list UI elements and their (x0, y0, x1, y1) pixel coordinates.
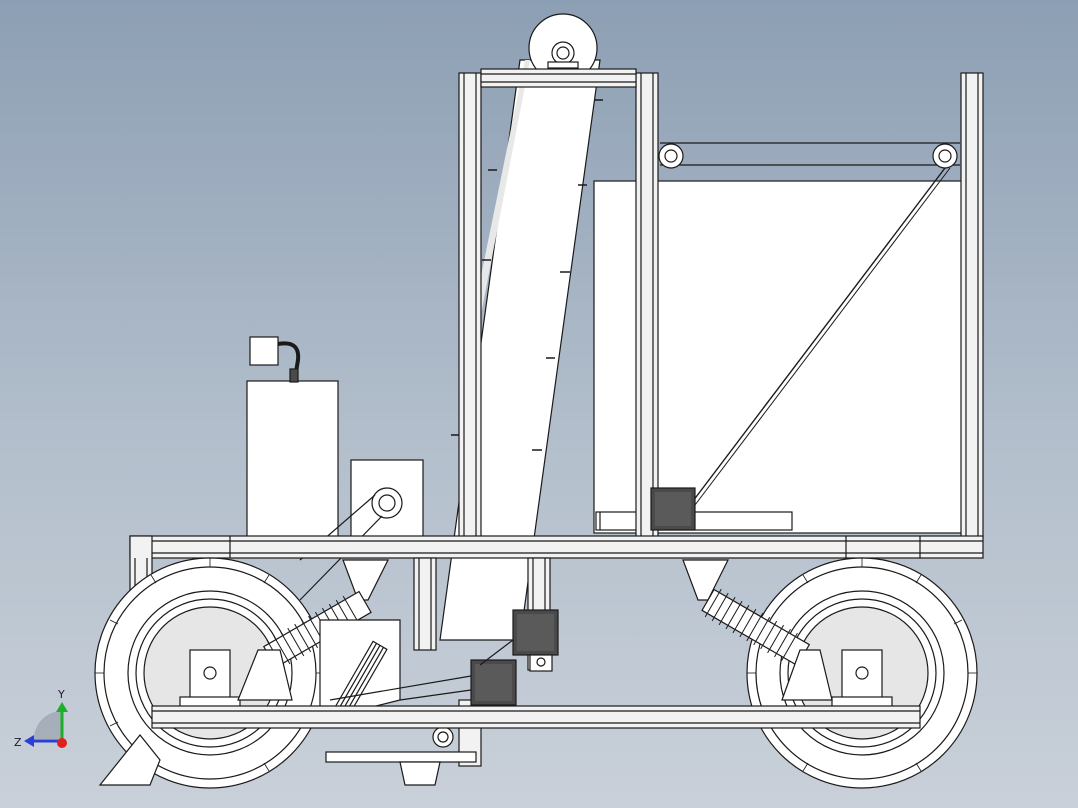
z-axis-label: Z (14, 736, 22, 749)
triad-shading (34, 711, 62, 739)
cutter-assembly[interactable] (98, 619, 477, 786)
rear-tower-frame[interactable] (658, 72, 984, 538)
x-axis-dot (57, 738, 67, 748)
hopper-stepper-motor[interactable] (650, 487, 696, 531)
z-axis-arrowhead (24, 735, 34, 747)
front-suspension-spring[interactable] (237, 559, 389, 701)
y-axis-arrowhead (56, 702, 68, 712)
hopper-box[interactable] (593, 180, 983, 534)
rear-wheel[interactable] (746, 557, 978, 789)
lower-stepper-motor-upper[interactable] (512, 609, 559, 672)
lower-stepper-motor-lower[interactable] (329, 639, 517, 706)
control-box[interactable] (246, 336, 339, 538)
lower-chassis-rail[interactable] (151, 705, 921, 729)
orientation-triad[interactable]: Y Z (12, 684, 76, 754)
rear-suspension-spring[interactable] (682, 559, 833, 701)
y-axis-label: Y (57, 688, 65, 701)
